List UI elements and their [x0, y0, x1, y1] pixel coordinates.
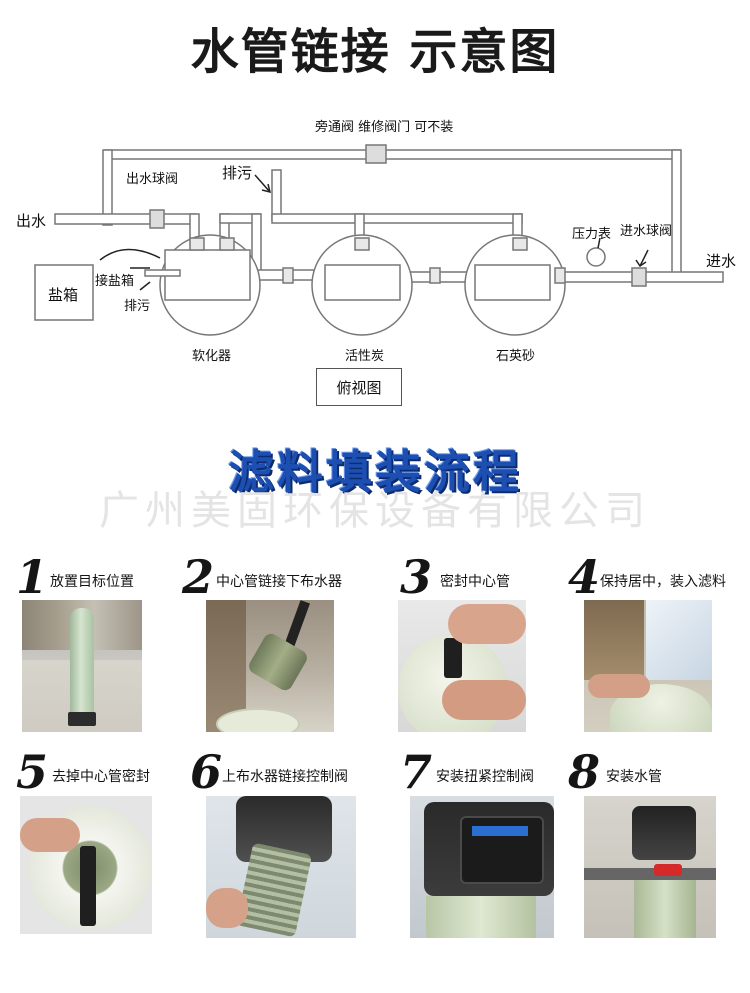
step-5-number: 5: [16, 745, 49, 799]
union-1: [189, 237, 205, 251]
top-view-label: 俯视图: [336, 378, 382, 397]
drain-top-pipe: [271, 169, 282, 221]
step-4-number: 4: [568, 550, 601, 604]
drain-arrow-top: [254, 174, 271, 193]
step-7-display: [472, 826, 528, 836]
pressure-gauge-dial: [586, 247, 606, 267]
piping-diagram: [34, 144, 724, 336]
bypass-right-riser: [671, 149, 682, 281]
step-8-number: 8: [568, 745, 601, 799]
step-2-photo: [206, 600, 334, 732]
gauge-arrow: [597, 237, 601, 249]
step-3-photo: [398, 600, 526, 732]
step-7-tank: [426, 896, 536, 938]
step-1-number: 1: [16, 550, 49, 604]
step-5-photo: [20, 796, 152, 934]
step-8-ball-valve-handle: [654, 864, 682, 876]
inlet-arrow: [639, 249, 649, 267]
step-6-text: 上布水器链接控制阀: [222, 769, 348, 785]
step-4-media-bag: [646, 600, 712, 680]
salt-link-pipe: [144, 269, 181, 277]
union-4: [512, 237, 528, 251]
salt-curve: [99, 248, 161, 261]
bypass-label: 旁通阀 维修阀门 可不装: [315, 120, 454, 135]
inlet-valve: [631, 267, 647, 287]
step-1-tank: [70, 608, 94, 720]
step-8-control-valve: [632, 806, 696, 860]
section-title: 滤料填装流程: [228, 445, 522, 499]
step-1-text: 放置目标位置: [50, 574, 134, 590]
step-1-tank-base: [68, 712, 96, 726]
union-2: [219, 237, 235, 251]
step-3-hand-bottom: [442, 680, 526, 720]
step-4-photo: [584, 600, 712, 732]
outlet-valve: [149, 209, 165, 229]
salt-connect-label: 接盐箱: [95, 274, 135, 289]
union-6: [429, 267, 441, 284]
salt-box-label: 盐箱: [48, 286, 79, 304]
step-4-hand: [588, 674, 650, 698]
outlet-label: 出水: [16, 212, 47, 230]
step-3-hand-top: [448, 604, 526, 644]
union-5: [282, 267, 294, 284]
quartz-label: 石英砂: [496, 349, 536, 364]
inlet-label: 进水: [706, 252, 737, 270]
salt-box-shape: [34, 264, 94, 321]
pressure-gauge-label: 压力表: [572, 227, 612, 242]
step-8-photo: [584, 796, 716, 938]
top-view-box: 俯视图: [316, 368, 402, 406]
quartz-head: [474, 264, 551, 301]
step-8-text: 安装水管: [606, 769, 662, 785]
step-3-text: 密封中心管: [440, 574, 510, 590]
drain-bottom-label: 排污: [124, 299, 151, 314]
step-6-number: 6: [190, 745, 223, 799]
step-7-text: 安装扭紧控制阀: [436, 769, 534, 785]
carbon-label: 活性炭: [345, 349, 385, 364]
bypass-valve: [365, 144, 387, 164]
step-6-photo: [206, 796, 356, 938]
step-8-pipe: [584, 868, 716, 880]
bypass-left-riser: [102, 149, 113, 226]
step-2-tank-top: [216, 708, 300, 732]
drain-top-label: 排污: [222, 164, 253, 182]
step-7-number: 7: [400, 745, 433, 799]
step-5-text: 去掉中心管密封: [52, 769, 150, 785]
step-3-center-pipe: [444, 638, 462, 678]
inlet-valve-label: 进水球阀: [620, 224, 673, 239]
union-7: [554, 267, 566, 284]
outlet-valve-label: 出水球阀: [126, 172, 179, 187]
step-2-text: 中心管链接下布水器: [216, 574, 342, 590]
step-4-photo-wall: [584, 600, 644, 680]
diagram-title: 水管链接 示意图: [190, 24, 560, 80]
carbon-head: [324, 264, 401, 301]
step-1-photo: [22, 600, 142, 732]
bypass-pipe: [104, 149, 681, 160]
inlet-arrow-head: [635, 259, 647, 268]
top-manifold: [271, 213, 523, 224]
company-watermark: 广州美固环保设备有限公司: [99, 488, 651, 534]
step-5-center-pipe: [80, 846, 96, 926]
step-2-distributor: [246, 630, 310, 694]
softener-label: 软化器: [192, 349, 232, 364]
step-6-hand: [206, 888, 248, 928]
step-4-text: 保持居中，装入滤料: [600, 574, 726, 590]
step-2-number: 2: [182, 550, 215, 604]
step-3-number: 3: [400, 550, 433, 604]
drain-arrow-top-head: [261, 183, 272, 194]
step-7-photo: [410, 796, 554, 938]
drain-arrow-bottom: [139, 281, 151, 291]
step-8-tank: [634, 880, 696, 938]
union-3: [354, 237, 370, 251]
outlet-pipe: [54, 213, 196, 225]
step-5-hand: [20, 818, 80, 852]
